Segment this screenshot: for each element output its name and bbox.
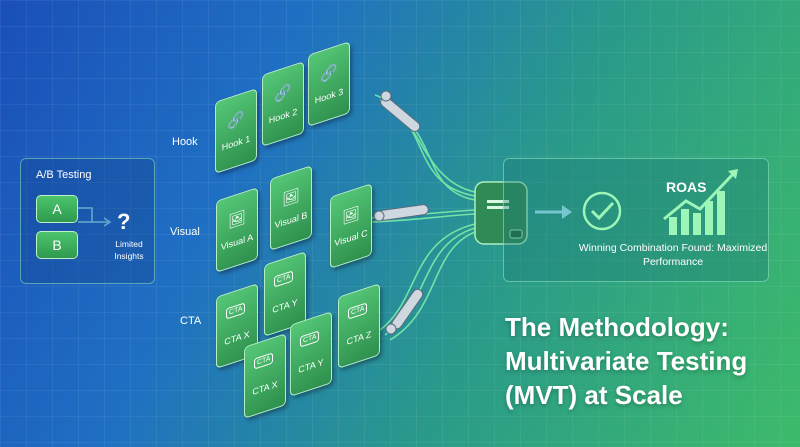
- trend-arrow-icon: [663, 171, 736, 221]
- option-b-button: B: [36, 231, 78, 259]
- link-icon: 🔗: [227, 109, 245, 131]
- question-mark-icon: ?: [117, 209, 131, 234]
- hook-card-2: 🔗 Hook 2: [262, 61, 304, 147]
- visual-card-a: 🖼 Visual A: [216, 187, 258, 273]
- hook-card-3: 🔗 Hook 3: [308, 41, 350, 127]
- visual-card-c: 🖼 Visual C: [330, 183, 372, 269]
- row-label-hook: Hook: [172, 136, 198, 148]
- hook-card-1: 🔗 Hook 1: [215, 88, 257, 174]
- image-icon: 🖼: [282, 186, 300, 208]
- link-icon: 🔗: [320, 62, 338, 84]
- cta-card-z-front: CTA CTA Z: [338, 283, 380, 369]
- limited-insights-label: Limited Insights: [114, 239, 144, 261]
- image-icon: 🖼: [342, 204, 360, 226]
- row-label-cta: CTA: [180, 315, 202, 327]
- growth-chart-icon: [669, 191, 725, 235]
- row-label-visual: Visual: [170, 226, 200, 238]
- cta-card-x-front: CTA CTA X: [244, 333, 286, 419]
- cta-card-y-front: CTA CTA Y: [290, 311, 332, 397]
- result-panel: ROAS Winning Combination Found: Maximize…: [503, 158, 769, 282]
- link-icon: 🔗: [274, 82, 292, 104]
- check-circle-icon: [582, 191, 622, 231]
- ab-testing-panel: A/B Testing A B ? Limited Insights: [20, 158, 155, 284]
- result-graphics: [582, 169, 738, 235]
- checkmark-icon: [590, 201, 615, 221]
- roas-label: ROAS: [666, 179, 707, 195]
- image-icon: 🖼: [228, 208, 246, 230]
- ab-testing-title: A/B Testing: [36, 169, 92, 181]
- option-a-button: A: [36, 195, 78, 223]
- winning-combination-text: Winning Combination Found: Maximized Per…: [578, 242, 768, 268]
- visual-card-b: 🖼 Visual B: [270, 165, 312, 251]
- page-title: The Methodology: Multivariate Testing (M…: [505, 312, 748, 410]
